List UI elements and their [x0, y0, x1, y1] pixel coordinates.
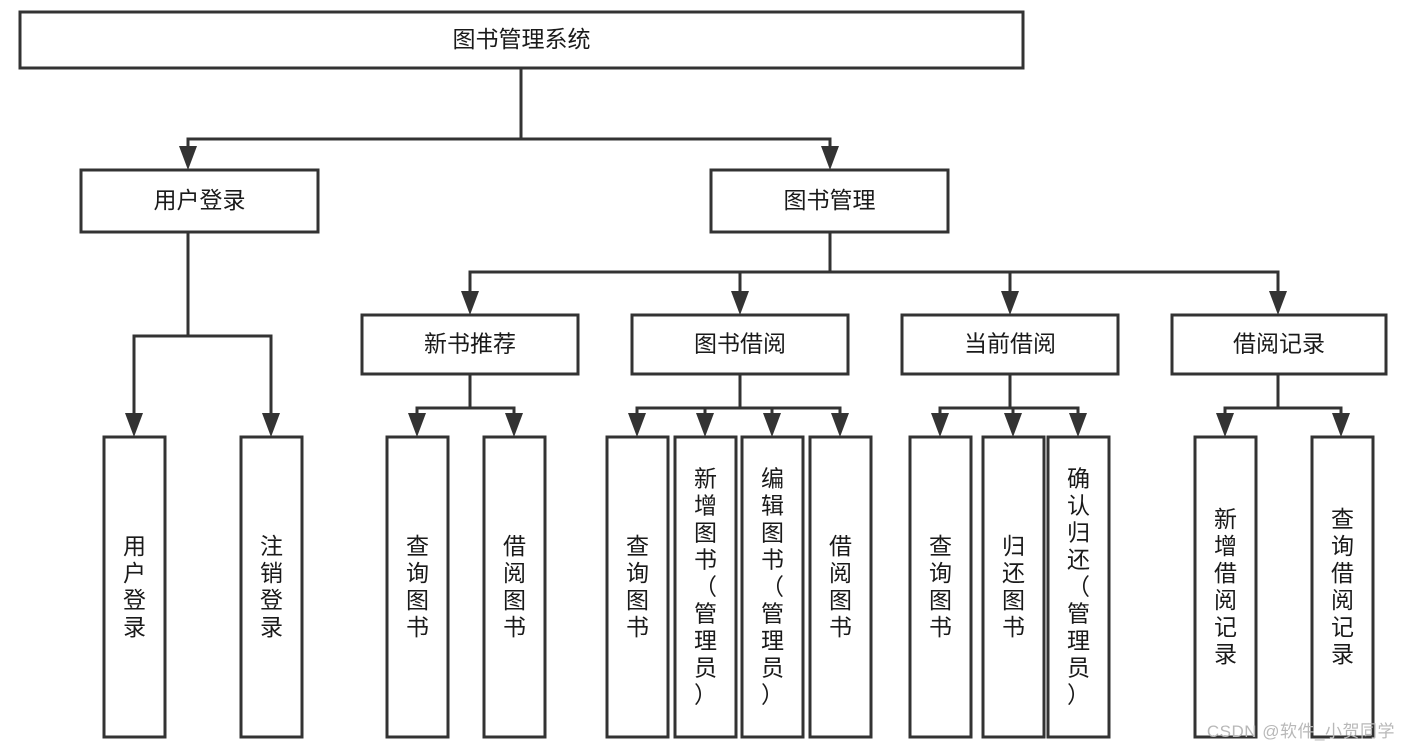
- node-box-current-borrow[interactable]: [900, 313, 1120, 376]
- node-box-leaf-add-book[interactable]: [673, 435, 738, 739]
- node-book-manage[interactable]: 图书管理: [709, 168, 950, 234]
- arrow-head-icon: [1001, 291, 1019, 315]
- arrow-head-icon: [1069, 413, 1087, 437]
- node-box-leaf-query-book-1[interactable]: [385, 435, 450, 739]
- arrow-head-icon: [931, 413, 949, 437]
- node-box-new-book-recommend[interactable]: [360, 313, 580, 376]
- node-label-leaf-borrow-book-1: 借阅图书: [503, 533, 526, 640]
- node-label-leaf-query-book-2: 查询图书: [626, 533, 649, 640]
- node-box-borrow-record[interactable]: [1170, 313, 1388, 376]
- node-leaf-add-book[interactable]: 新增图书（管理员）: [673, 435, 738, 739]
- node-box-book-manage[interactable]: [709, 168, 950, 234]
- node-leaf-user-login[interactable]: 用户登录: [102, 435, 167, 739]
- node-box-leaf-add-record[interactable]: [1193, 435, 1258, 739]
- node-book-borrow[interactable]: 图书借阅: [630, 313, 850, 376]
- node-box-leaf-edit-book[interactable]: [740, 435, 805, 739]
- arrow-head-icon: [821, 146, 839, 170]
- node-label-leaf-confirm-return: 确认归还（管理员）: [1067, 466, 1090, 708]
- node-box-leaf-query-book-2[interactable]: [605, 435, 670, 739]
- node-label-root: 图书管理系统: [453, 26, 591, 52]
- arrow-head-icon: [461, 291, 479, 315]
- node-leaf-query-book-3[interactable]: 查询图书: [908, 435, 973, 739]
- node-leaf-add-record[interactable]: 新增借阅记录: [1193, 435, 1258, 739]
- node-user-login[interactable]: 用户登录: [79, 168, 320, 234]
- node-label-user-login: 用户登录: [154, 187, 246, 213]
- node-box-book-borrow[interactable]: [630, 313, 850, 376]
- node-box-leaf-user-login[interactable]: [102, 435, 167, 739]
- node-leaf-borrow-book-2[interactable]: 借阅图书: [808, 435, 873, 739]
- node-box-leaf-query-record[interactable]: [1310, 435, 1375, 739]
- node-label-book-borrow: 图书借阅: [694, 331, 786, 357]
- node-new-book-recommend[interactable]: 新书推荐: [360, 313, 580, 376]
- connectors-layer: [125, 66, 1350, 437]
- arrow-head-icon: [179, 146, 197, 170]
- arrow-head-icon: [1332, 413, 1350, 437]
- node-box-leaf-confirm-return[interactable]: [1046, 435, 1111, 739]
- node-label-leaf-query-book-3: 查询图书: [929, 533, 952, 640]
- node-label-leaf-borrow-book-2: 借阅图书: [829, 533, 852, 640]
- arrow-head-icon: [831, 413, 849, 437]
- csdn-watermark: CSDN @软件_小贺同学: [1206, 722, 1395, 741]
- arrow-head-icon: [696, 413, 714, 437]
- arrow-head-icon: [763, 413, 781, 437]
- node-label-leaf-query-record: 查询借阅记录: [1331, 506, 1354, 667]
- node-leaf-query-book-1[interactable]: 查询图书: [385, 435, 450, 739]
- nodes-layer: 图书管理系统用户登录图书管理新书推荐图书借阅当前借阅借阅记录用户登录注销登录查询…: [18, 10, 1388, 739]
- node-root[interactable]: 图书管理系统: [18, 10, 1025, 70]
- node-box-user-login[interactable]: [79, 168, 320, 234]
- node-label-leaf-return-book: 归还图书: [1002, 533, 1025, 640]
- node-box-leaf-borrow-book-1[interactable]: [482, 435, 547, 739]
- node-label-leaf-add-record: 新增借阅记录: [1214, 506, 1237, 667]
- node-label-book-manage: 图书管理: [784, 187, 876, 213]
- node-leaf-confirm-return[interactable]: 确认归还（管理员）: [1046, 435, 1111, 739]
- arrow-head-icon: [1269, 291, 1287, 315]
- node-label-leaf-add-book: 新增图书（管理员）: [694, 466, 717, 708]
- node-leaf-logout[interactable]: 注销登录: [239, 435, 304, 739]
- node-label-leaf-user-login: 用户登录: [123, 533, 146, 640]
- node-box-leaf-logout[interactable]: [239, 435, 304, 739]
- node-box-leaf-return-book[interactable]: [981, 435, 1046, 739]
- arrow-head-icon: [408, 413, 426, 437]
- arrow-head-icon: [505, 413, 523, 437]
- node-label-leaf-query-book-1: 查询图书: [406, 533, 429, 640]
- node-box-leaf-borrow-book-2[interactable]: [808, 435, 873, 739]
- node-leaf-edit-book[interactable]: 编辑图书（管理员）: [740, 435, 805, 739]
- arrow-head-icon: [1004, 413, 1022, 437]
- node-leaf-query-record[interactable]: 查询借阅记录: [1310, 435, 1375, 739]
- arrow-head-icon: [731, 291, 749, 315]
- arrow-head-icon: [628, 413, 646, 437]
- arrow-head-icon: [262, 413, 280, 437]
- node-label-leaf-edit-book: 编辑图书（管理员）: [761, 466, 784, 708]
- node-label-borrow-record: 借阅记录: [1233, 331, 1325, 357]
- node-label-new-book-recommend: 新书推荐: [424, 331, 516, 357]
- node-leaf-query-book-2[interactable]: 查询图书: [605, 435, 670, 739]
- node-label-current-borrow: 当前借阅: [964, 331, 1056, 357]
- arrow-head-icon: [125, 413, 143, 437]
- node-leaf-borrow-book-1[interactable]: 借阅图书: [482, 435, 547, 739]
- node-leaf-return-book[interactable]: 归还图书: [981, 435, 1046, 739]
- node-box-root[interactable]: [18, 10, 1025, 70]
- node-current-borrow[interactable]: 当前借阅: [900, 313, 1120, 376]
- arrow-head-icon: [1216, 413, 1234, 437]
- node-box-leaf-query-book-3[interactable]: [908, 435, 973, 739]
- node-label-leaf-logout: 注销登录: [260, 533, 283, 640]
- node-borrow-record[interactable]: 借阅记录: [1170, 313, 1388, 376]
